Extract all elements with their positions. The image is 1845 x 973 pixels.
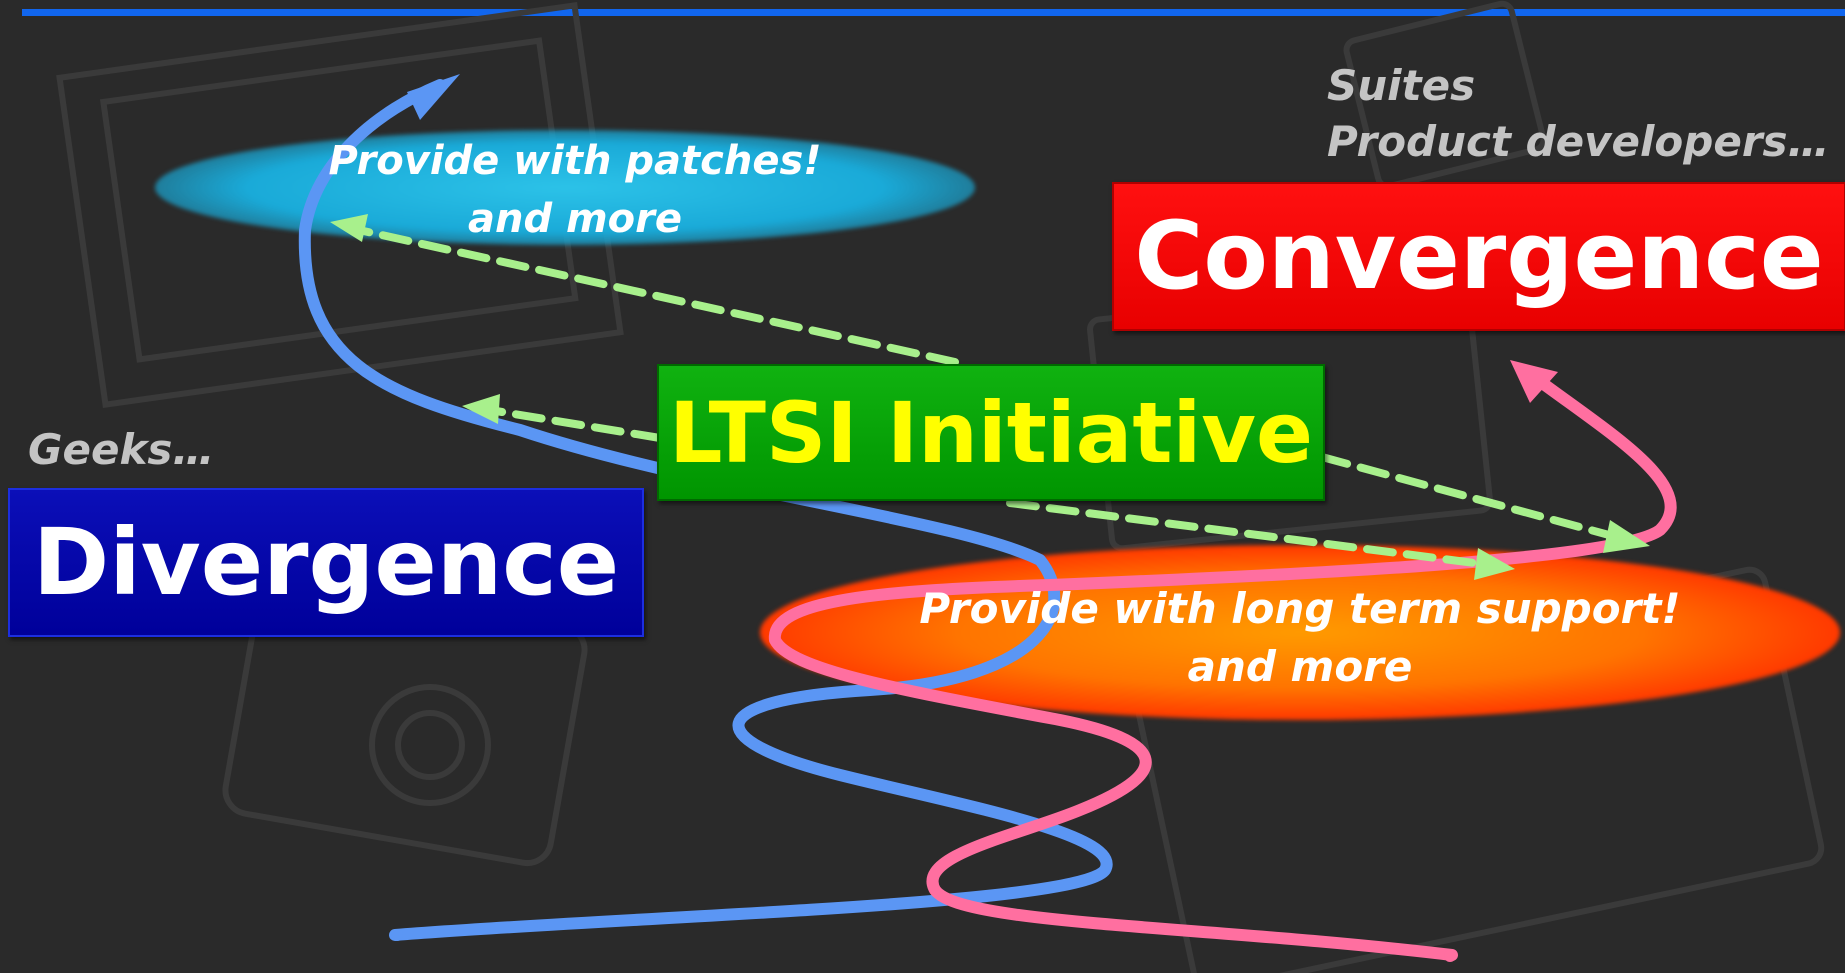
ltsi-initiative-box: LTSI Initiative bbox=[657, 364, 1325, 501]
dashed-arrow-to-patches bbox=[346, 224, 959, 366]
green-arrowhead-lts bbox=[1474, 548, 1515, 580]
lts-line-2: and more bbox=[1187, 642, 1413, 691]
pink-flow-curve bbox=[768, 379, 1677, 961]
pink-curve-start bbox=[1444, 950, 1456, 962]
blue-curve-start bbox=[391, 929, 403, 941]
patches-ellipse bbox=[155, 130, 975, 245]
patches-line-2: and more bbox=[467, 196, 683, 242]
green-arrowhead-patches bbox=[330, 214, 368, 242]
green-arrowhead-pink bbox=[1603, 520, 1650, 553]
pink-arrowhead bbox=[1510, 360, 1558, 403]
patches-line-1: Provide with patches! bbox=[328, 138, 822, 184]
divergence-audience-label: Geeks… bbox=[28, 425, 215, 474]
convergence-audience-label: Suites Product developers… bbox=[1327, 58, 1830, 170]
dashed-arrow-to-pink-curve bbox=[1318, 453, 1624, 542]
lts-ellipse-text: Provide with long term support! and more bbox=[870, 580, 1730, 696]
dashed-arrow-to-blue-curve bbox=[486, 406, 664, 442]
divergence-box: Divergence bbox=[8, 488, 644, 637]
blue-arrowhead bbox=[407, 74, 460, 120]
green-arrowhead-blue bbox=[462, 394, 500, 424]
audience-product-developers: Product developers… bbox=[1327, 117, 1830, 166]
patches-ellipse-text: Provide with patches! and more bbox=[255, 132, 895, 248]
convergence-box: Convergence bbox=[1112, 182, 1845, 331]
top-rule bbox=[22, 9, 1845, 16]
convergence-label: Convergence bbox=[1134, 202, 1824, 311]
audience-suites: Suites bbox=[1327, 61, 1476, 110]
lts-line-1: Provide with long term support! bbox=[919, 584, 1681, 633]
divergence-label: Divergence bbox=[32, 509, 620, 616]
ltsi-initiative-label: LTSI Initiative bbox=[668, 383, 1314, 482]
dashed-arrow-to-lts bbox=[1006, 499, 1494, 569]
blue-flow-curve bbox=[298, 79, 1113, 941]
